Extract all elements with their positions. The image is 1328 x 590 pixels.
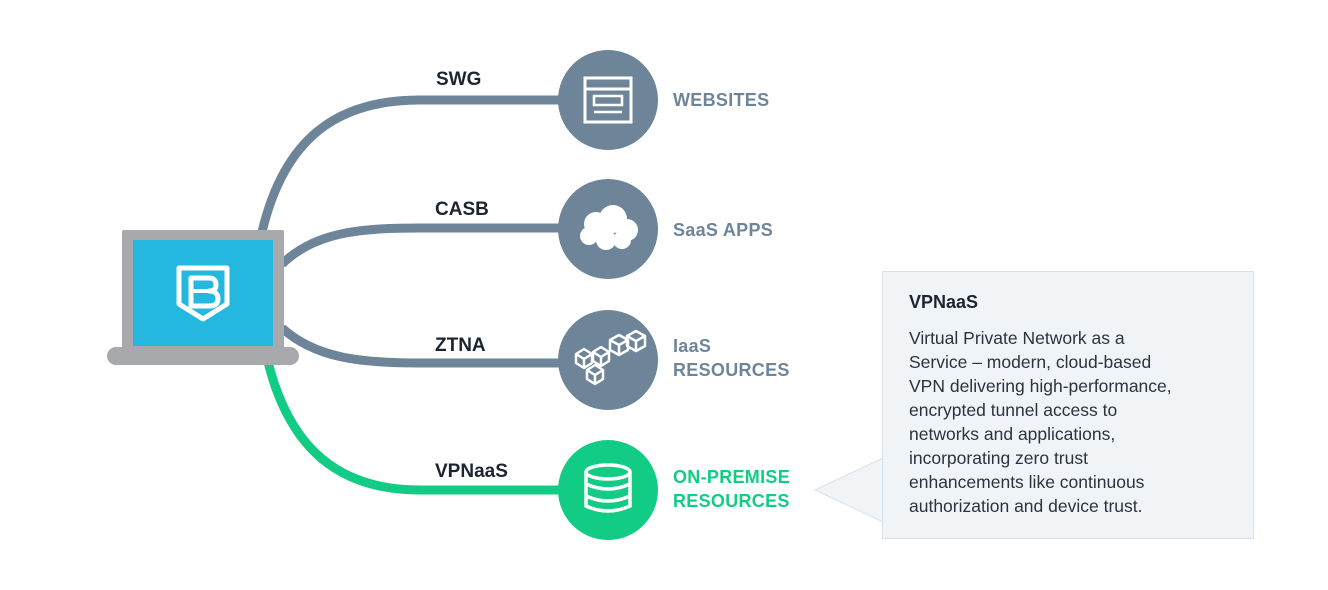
casb-connection-line: [278, 223, 565, 268]
websites-label-line-1: WEBSITES: [673, 90, 770, 110]
browser-window-icon: [583, 76, 633, 124]
database-icon: [584, 463, 632, 513]
on-premise-label-line-2: RESOURCES: [673, 491, 790, 511]
callout-line: Service – modern, cloud-based: [909, 352, 1152, 372]
callout-pointer: [813, 457, 884, 523]
callout-line: incorporating zero trust: [909, 448, 1088, 468]
swg-connection-line: [257, 95, 565, 234]
ztna-label: ZTNA: [435, 335, 486, 356]
vpnaas-callout: VPNaaS Virtual Private Network as a Serv…: [882, 271, 1254, 539]
on-premise-label-line-1: ON-PREMISE: [673, 467, 791, 487]
callout-line: authorization and device trust.: [909, 496, 1143, 516]
ztna-connection-line: [278, 324, 565, 368]
saas-apps-label-line-1: SaaS APPS: [673, 220, 774, 240]
on-premise-resources-label: ON-PREMISE RESOURCES: [673, 465, 790, 513]
websites-node: [558, 50, 658, 150]
callout-title: VPNaaS: [909, 292, 979, 312]
callout-body: Virtual Private Network as a Service – m…: [909, 326, 1239, 518]
vpnaas-connection-line: [263, 360, 565, 495]
callout-line: encrypted tunnel access to: [909, 400, 1118, 420]
callout-line: enhancements like continuous: [909, 472, 1145, 492]
saas-apps-label: SaaS APPS: [673, 218, 773, 242]
iaas-resources-label-line-1: IaaS: [673, 336, 712, 356]
swg-label: SWG: [436, 69, 482, 90]
vpnaas-label: VPNaaS: [435, 461, 508, 482]
callout-line: networks and applications,: [909, 424, 1116, 444]
shield-b-logo-icon: [176, 265, 230, 322]
cubes-icon: [574, 329, 647, 386]
iaas-resources-label: IaaS RESOURCES: [673, 334, 790, 382]
laptop-icon: [107, 230, 299, 365]
casb-label: CASB: [435, 199, 489, 220]
iaas-resources-label-line-2: RESOURCES: [673, 360, 790, 380]
callout-line: VPN delivering high-performance,: [909, 376, 1172, 396]
cloud-icon: [580, 205, 638, 250]
callout-line: Virtual Private Network as a: [909, 328, 1125, 348]
websites-label: WEBSITES: [673, 88, 769, 112]
